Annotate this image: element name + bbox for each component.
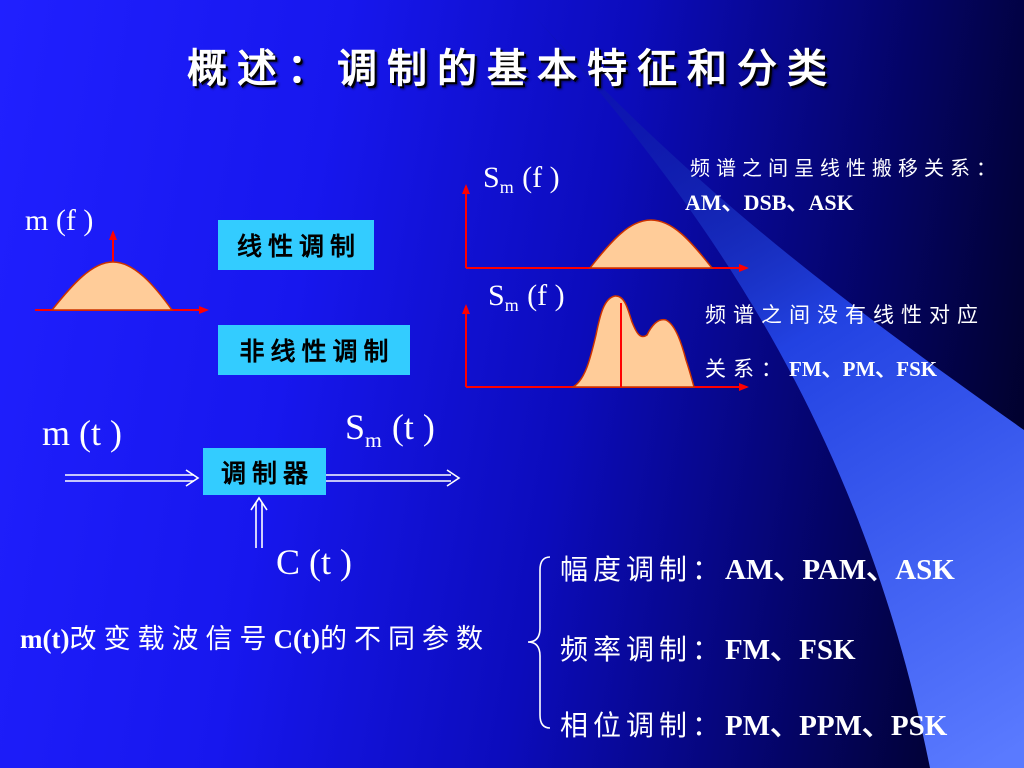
linear-spectrum-plot: [462, 184, 749, 272]
classification-item-amplitude: 幅度调制：AM、PAM、ASK: [560, 553, 955, 588]
output-signal-argument: (t ): [391, 407, 435, 447]
nonlinear-note-examples: FM、PM、FSK: [789, 357, 938, 381]
baseband-spectrum-label: m (f ): [25, 204, 94, 237]
classification-item-phase: 相位调制：PM、PPM、PSK: [560, 709, 947, 744]
output-signal-symbol: S: [345, 407, 366, 447]
classification-name: 相位调制：: [560, 711, 726, 742]
nonlinear-note-prefix: 关系：: [705, 357, 789, 381]
input-signal-label: m (t ): [42, 413, 122, 453]
input-arrow-head: [185, 469, 200, 487]
carrier-arrow: [250, 496, 268, 548]
nonlinear-spectrum-subscript: m: [504, 295, 519, 316]
linear-spectrum-symbol: S: [483, 161, 500, 194]
statement-text-a: 改变载波信号: [69, 624, 274, 654]
classification-examples: FM、FSK: [725, 634, 856, 666]
linear-spectrum-subscript: m: [499, 177, 514, 198]
classification-examples: AM、PAM、ASK: [725, 554, 955, 586]
linear-note-examples: AM、DSB、ASK: [685, 190, 854, 215]
output-arrow: [326, 469, 461, 487]
classification-brace: [527, 556, 551, 729]
modulator-box: 调制器: [203, 448, 326, 495]
carrier-arrow-head: [250, 496, 268, 511]
statement-carrier-signal: C(t): [273, 624, 320, 654]
statement-text-b: 的不同参数: [319, 624, 490, 654]
classification-name: 幅度调制：: [560, 555, 726, 586]
classification-item-frequency: 频率调制：FM、FSK: [560, 633, 856, 668]
linear-note-line1: 频谱之间呈线性搬移关系：: [690, 158, 1002, 180]
baseband-spectrum-shape: [50, 261, 174, 311]
parameter-statement: m(t)改变载波信号C(t)的不同参数: [20, 623, 490, 655]
output-signal-label: Sm (t ): [345, 406, 435, 452]
baseband-spectrum-plot: [35, 230, 209, 314]
page-title: 概述：调制的基本特征和分类: [187, 46, 837, 91]
classification-name: 频率调制：: [560, 635, 726, 666]
linear-modulation-box: 线性调制: [218, 220, 374, 270]
statement-message-signal: m(t): [20, 624, 70, 654]
nonlinear-note-line2: 关系：FM、PM、FSK: [705, 357, 937, 382]
nonlinear-spectrum-plot: [462, 295, 749, 391]
nonlinear-spectrum-label: Sm (f ): [488, 278, 565, 316]
nonlinear-spectrum-symbol: S: [488, 279, 505, 312]
nonlinear-modulation-box: 非线性调制: [218, 325, 410, 375]
linear-spectrum-shape: [588, 219, 714, 269]
input-arrow: [65, 469, 200, 487]
output-signal-subscript: m: [365, 427, 382, 452]
nonlinear-spectrum-argument: (f ): [527, 279, 565, 312]
nonlinear-note-line1: 频谱之间没有线性对应: [705, 303, 985, 327]
swoosh-band: [520, 0, 1024, 768]
nonlinear-spectrum-shape: [570, 295, 695, 388]
output-arrow-head: [446, 469, 461, 487]
classification-examples: PM、PPM、PSK: [725, 710, 948, 742]
linear-spectrum-argument: (f ): [522, 161, 560, 194]
carrier-signal-label: C (t ): [276, 542, 352, 582]
linear-spectrum-label: Sm (f ): [483, 160, 560, 198]
